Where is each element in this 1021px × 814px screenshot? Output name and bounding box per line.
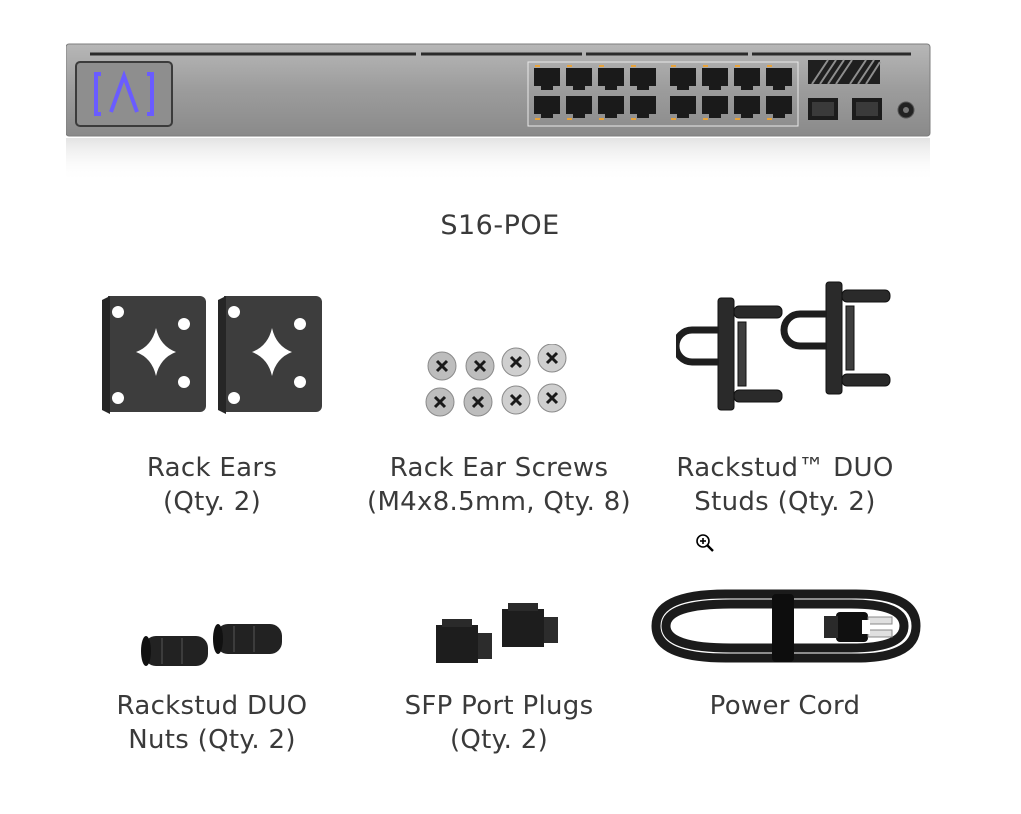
ethernet-port [702, 68, 728, 90]
rackstud-nuts-qty: Nuts (Qty. 2) [128, 725, 296, 755]
vent-grille-icon [808, 59, 881, 85]
rackstud-studs-image [672, 278, 896, 422]
rackstud-nuts-caption: Rackstud DUO Nuts (Qty. 2) [62, 689, 362, 757]
switch-illustration [66, 43, 931, 182]
ethernet-port [670, 68, 696, 90]
switch-reflection [66, 138, 930, 182]
port-led [567, 65, 572, 67]
port-led [767, 65, 772, 67]
rackstud-nuts-icon [141, 624, 282, 666]
screw [537, 383, 567, 413]
port-led [735, 65, 740, 67]
rackstud-studs-caption: Rackstud™ DUO Studs (Qty. 2) [635, 451, 935, 519]
rack-ear-screws-qty: (M4x8.5mm, Qty. 8) [367, 487, 631, 517]
ethernet-port [534, 96, 560, 118]
ethernet-port [630, 68, 656, 90]
port-led [735, 118, 740, 120]
screw [427, 351, 457, 381]
port-led [703, 65, 708, 67]
port-led [631, 65, 636, 67]
ethernet-port [670, 96, 696, 118]
rack-ear-screws-caption: Rack Ear Screws (M4x8.5mm, Qty. 8) [349, 451, 649, 519]
rackstud-studs-title: Rackstud™ DUO [676, 453, 894, 483]
switch-product-image [66, 42, 932, 182]
ethernet-port [734, 96, 760, 118]
ethernet-port [766, 68, 792, 90]
ethernet-port [766, 96, 792, 118]
ethernet-port [566, 68, 592, 90]
sfp-ports [808, 98, 882, 120]
port-led [599, 65, 604, 67]
port-led [671, 65, 676, 67]
power-cord-caption: Power Cord [635, 689, 935, 723]
ethernet-port [566, 96, 592, 118]
reset-button-icon [897, 101, 915, 119]
rack-ears-caption: Rack Ears (Qty. 2) [62, 451, 362, 519]
ethernet-port [630, 96, 656, 118]
sfp-plugs-image [432, 603, 568, 677]
screw [425, 387, 455, 417]
port-led [703, 118, 708, 120]
rackstud-studs-qty: Studs (Qty. 2) [694, 487, 876, 517]
screw [501, 347, 531, 377]
screw [537, 343, 567, 373]
ethernet-port [534, 68, 560, 90]
rackstud-nuts-image [138, 616, 288, 676]
rack-ears-title: Rack Ears [146, 453, 278, 483]
rack-ear-screws-title: Rack Ear Screws [389, 453, 609, 483]
ethernet-port [734, 68, 760, 90]
screw [465, 351, 495, 381]
sfp-plugs-qty: (Qty. 2) [449, 725, 549, 755]
ethernet-port [598, 96, 624, 118]
screw [463, 387, 493, 417]
port-led [631, 118, 636, 120]
screws-icon [425, 343, 567, 417]
alta-logo-icon [75, 61, 173, 127]
rackstud-nuts-title: Rackstud DUO [116, 691, 308, 721]
port-led [535, 118, 540, 120]
power-cord-image [636, 586, 934, 670]
rack-ears-qty: (Qty. 2) [162, 487, 262, 517]
rack-ears-image [100, 290, 326, 429]
power-cord-icon [651, 589, 921, 663]
rackstud-studs-icon [672, 281, 891, 411]
port-led [671, 118, 676, 120]
sfp-plugs-caption: SFP Port Plugs (Qty. 2) [349, 689, 649, 757]
ethernet-port [702, 96, 728, 118]
screw [501, 385, 531, 415]
ethernet-port [598, 68, 624, 90]
port-led [567, 118, 572, 120]
sfp-plugs-icon [436, 603, 558, 663]
rack-ear-screws-image [424, 343, 576, 426]
ethernet-ports [527, 61, 799, 127]
sfp-plugs-title: SFP Port Plugs [404, 691, 594, 721]
port-led [767, 118, 772, 120]
port-led [535, 65, 540, 67]
zoom-in-cursor-icon [695, 533, 715, 553]
power-cord-title: Power Cord [709, 691, 861, 721]
product-model-label: S16-POE [440, 210, 560, 241]
port-led [599, 118, 604, 120]
rack-ears-icon [102, 296, 322, 414]
